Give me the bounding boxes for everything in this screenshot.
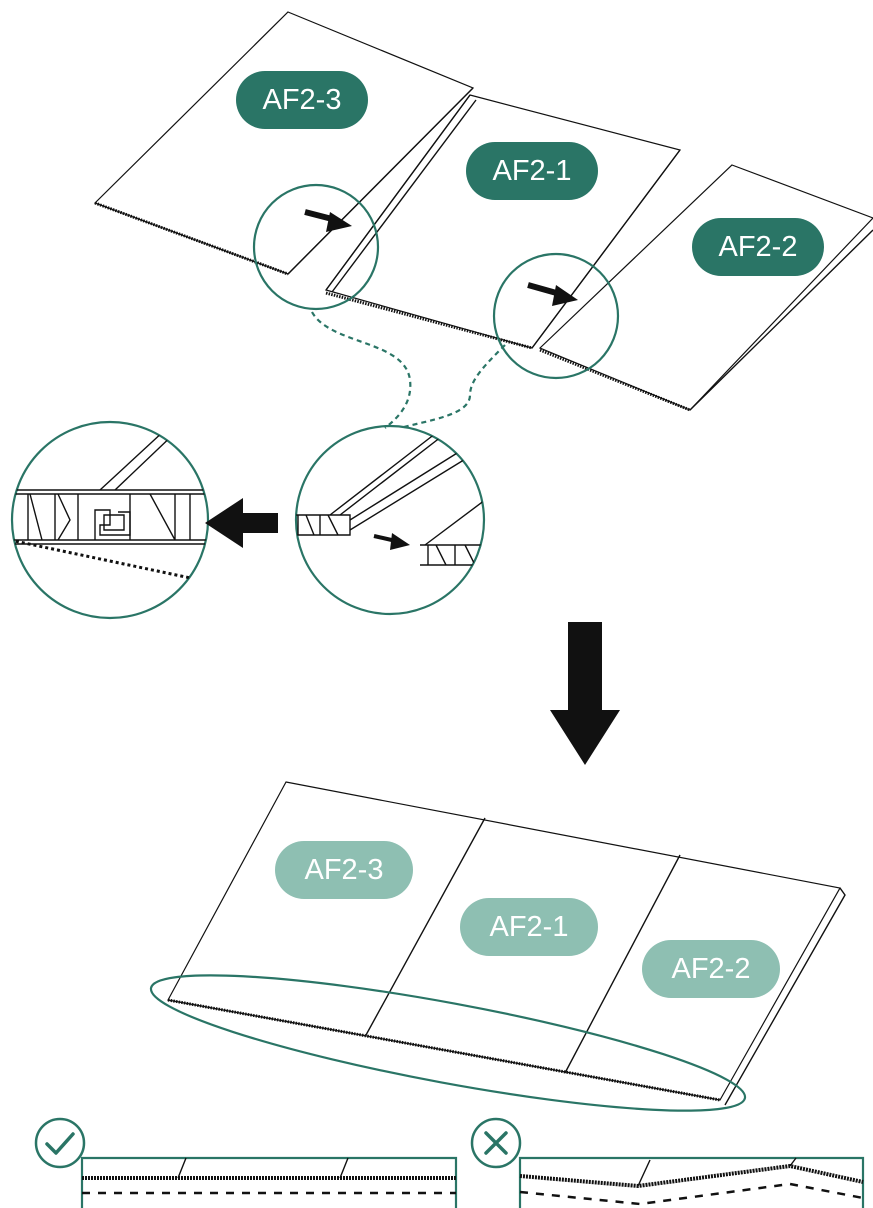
detail-joined-section xyxy=(10,420,210,620)
svg-text:AF2-3: AF2-3 xyxy=(263,84,342,116)
result-down-arrow xyxy=(550,622,620,765)
check-circle-icon xyxy=(34,1117,86,1169)
label-af2-1-top: AF2-1 xyxy=(466,142,598,200)
assembled-panels: AF2-3 AF2-1 AF2-2 xyxy=(149,781,846,1112)
insert-arrow xyxy=(373,533,410,550)
svg-text:AF2-2: AF2-2 xyxy=(719,231,798,263)
push-arrow-left xyxy=(304,209,352,232)
label-af2-3-bottom: AF2-3 xyxy=(275,841,413,899)
push-arrow-right xyxy=(527,282,578,306)
edge-highlight-ellipse xyxy=(149,974,747,1112)
detail-circle-left xyxy=(252,183,380,311)
label-af2-2-bottom: AF2-2 xyxy=(642,940,780,998)
label-af2-2-top: AF2-2 xyxy=(692,218,824,276)
correct-alignment-example xyxy=(34,1117,458,1208)
svg-text:AF2-1: AF2-1 xyxy=(493,155,572,187)
top-panels-exploded: AF2-3 AF2-1 AF2-2 xyxy=(93,11,873,430)
detail-separate-section xyxy=(294,424,486,616)
incorrect-alignment-example xyxy=(470,1117,865,1208)
svg-text:AF2-1: AF2-1 xyxy=(490,911,569,943)
leader-line-right xyxy=(399,344,506,430)
label-af2-1-bottom: AF2-1 xyxy=(460,898,598,956)
label-af2-3-top: AF2-3 xyxy=(236,71,368,129)
x-circle-icon xyxy=(470,1117,522,1169)
svg-text:AF2-3: AF2-3 xyxy=(305,854,384,886)
leader-line-left xyxy=(311,311,412,429)
svg-text:AF2-2: AF2-2 xyxy=(672,953,751,985)
join-direction-arrow xyxy=(205,498,278,548)
detail-circle-right xyxy=(492,252,620,380)
